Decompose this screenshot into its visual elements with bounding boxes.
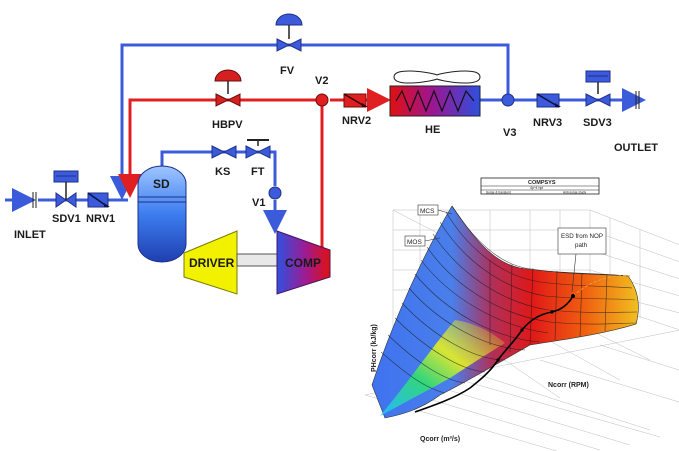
- sdv3-valve-icon[interactable]: [585, 70, 611, 107]
- v1-node-icon[interactable]: [268, 186, 282, 200]
- x-axis-label: Qcorr (m³/s): [420, 436, 460, 443]
- sdv1-label: SDV1: [52, 213, 81, 225]
- v3-node-icon[interactable]: [501, 93, 515, 107]
- esd-trajectory: [414, 275, 631, 413]
- sdv1-valve-icon[interactable]: [53, 170, 79, 208]
- he-label: HE: [425, 124, 440, 136]
- v3-label: V3: [503, 127, 516, 139]
- sd-label: SD: [153, 177, 170, 191]
- inlet-label: INLET: [14, 229, 46, 241]
- ft-valve-icon[interactable]: [245, 139, 271, 159]
- hbpv-label: HBPV: [212, 119, 243, 131]
- hbpv-valve-icon[interactable]: [214, 69, 242, 107]
- compressor-map-surface-plot: COMPSYS 4p^4 hpl Surge & transient Anti-…: [364, 177, 679, 451]
- ft-label: FT: [251, 166, 265, 178]
- fan-icon: [393, 70, 481, 84]
- driver-turbine[interactable]: [183, 230, 238, 295]
- plot-header-box: COMPSYS 4p^4 hpl Surge & transient Anti-…: [480, 177, 600, 195]
- comp-label: COMP: [285, 256, 321, 270]
- mcs-label: MCS: [420, 208, 435, 215]
- nrv1-check-valve-icon[interactable]: [87, 192, 110, 208]
- outlet-flange-icon: [635, 91, 640, 109]
- ks-valve-icon[interactable]: [211, 145, 237, 159]
- plot-header-title: COMPSYS: [528, 180, 556, 186]
- nrv3-check-valve-icon[interactable]: [536, 93, 561, 108]
- ks-label: KS: [215, 166, 230, 178]
- compressor-icon[interactable]: [276, 230, 331, 295]
- fv-label: FV: [280, 65, 295, 77]
- outlet-label: OUTLET: [614, 142, 658, 154]
- plot-header-row3-right: Anti-surge study: [563, 191, 586, 195]
- speed-lines: [380, 205, 638, 394]
- inlet-flange-icon: [32, 192, 37, 208]
- fv-valve-icon[interactable]: [275, 13, 303, 52]
- sdv3-label: SDV3: [583, 117, 612, 129]
- mos-label: MOS: [407, 239, 422, 246]
- nrv2-label: NRV2: [342, 115, 371, 127]
- driver-label: DRIVER: [189, 256, 235, 270]
- nrv2-check-valve-icon[interactable]: [343, 93, 368, 108]
- plot-header-row3-left: Surge & transient: [486, 191, 511, 195]
- he-heat-exchanger[interactable]: [389, 85, 481, 117]
- shaft-coupling: [236, 253, 278, 267]
- mos-callout: MOS: [404, 235, 441, 247]
- sd-scrubber-vessel[interactable]: [137, 165, 187, 263]
- v2-node-icon[interactable]: [315, 93, 329, 107]
- y-axis-label: Ncorr (RPM): [548, 382, 589, 389]
- v2-label: V2: [315, 75, 328, 87]
- v1-label: V1: [252, 197, 265, 209]
- z-axis-label: PHcorr (kJ/kg): [371, 324, 378, 372]
- nrv1-label: NRV1: [86, 213, 115, 225]
- plot-header-row2: 4p^4 hpl: [530, 186, 543, 190]
- mcs-callout: MCS: [417, 204, 453, 216]
- nrv3-label: NRV3: [533, 117, 562, 129]
